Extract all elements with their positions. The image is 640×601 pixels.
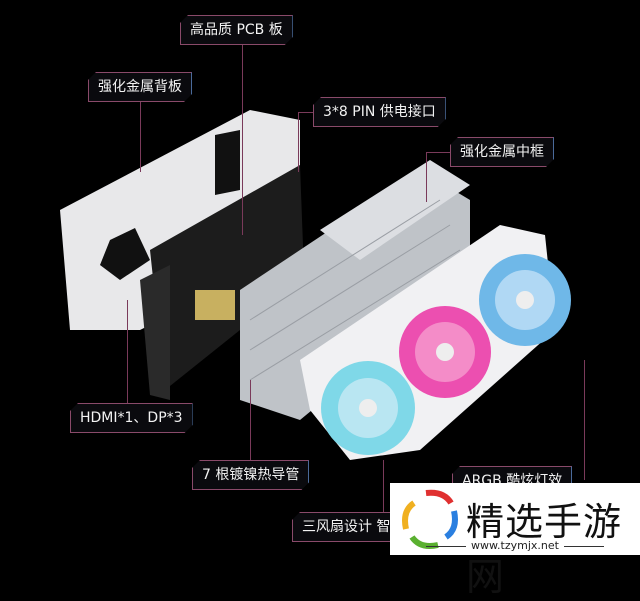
leader-line [426,152,427,202]
fan-shroud [300,225,571,460]
fan-right [479,254,571,346]
heatsink-frame [240,160,470,420]
leader-line [298,112,314,113]
graphics-card-exploded-view [60,110,571,460]
leader-line [250,380,251,460]
label-pcb: 高品质 PCB 板 [180,15,293,45]
label-backplate: 强化金属背板 [88,72,192,102]
leader-line [140,102,141,172]
leader-line [383,460,384,512]
watermark: 精选手游网 www.tzymjx.net [390,483,640,599]
leader-line [426,152,450,153]
leader-line [242,45,243,235]
leader-line [584,360,585,480]
watermark-url: www.tzymjx.net [390,539,640,552]
fan-center [399,306,491,398]
fan-left [321,361,415,455]
label-ports: HDMI*1、DP*3 [70,403,193,433]
leader-line [298,112,299,172]
label-metal-frame: 强化金属中框 [450,137,554,167]
label-heatpipes: 7 根镀镍热导管 [192,460,309,490]
pcb-board [140,165,305,400]
label-fans: 三风扇设计 智 [292,512,400,542]
label-power-connector: 3*8 PIN 供电接口 [313,97,446,127]
leader-line [127,300,128,403]
